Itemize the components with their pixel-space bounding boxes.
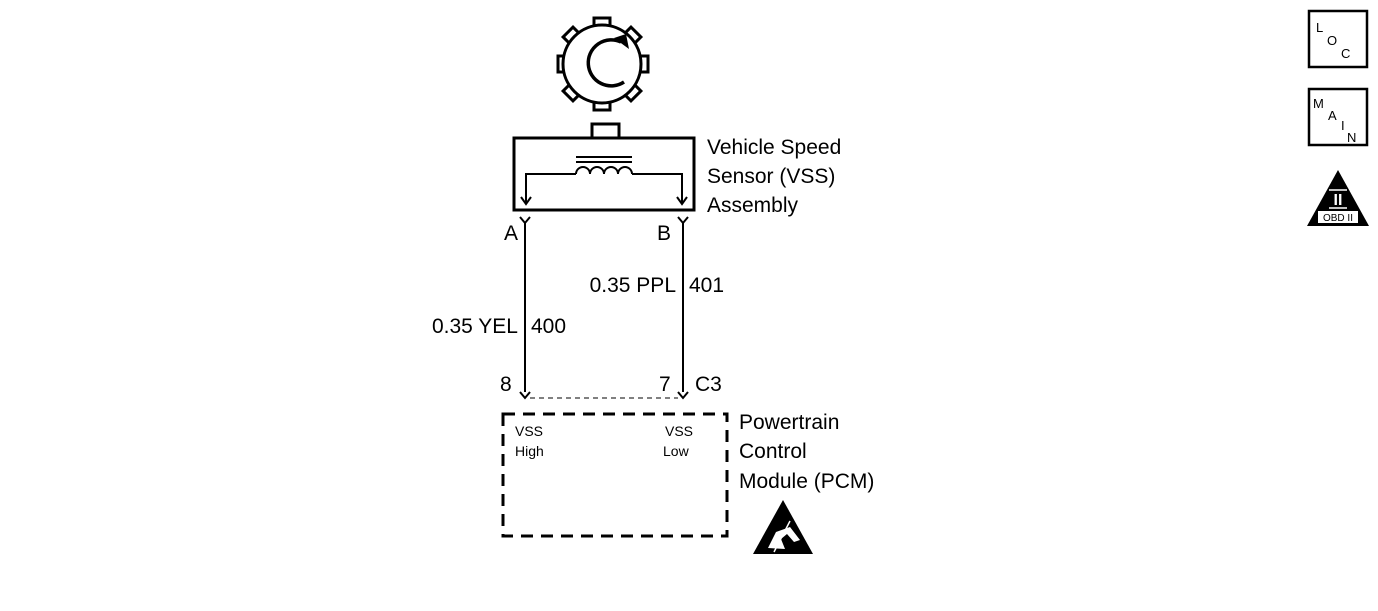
wire-401-gauge-color: 0.35 PPL [590,274,676,297]
wire-400-circuit: 400 [531,315,566,338]
sensor-tip [590,122,621,140]
sensor-label-line2: Sensor (VSS) [707,165,835,188]
sensor-label-line1: Vehicle Speed [707,136,841,159]
obd-ii-button[interactable]: II OBD II [1307,170,1369,226]
pcm-label-line3: Module (PCM) [739,470,874,493]
main-letter-2: A [1328,108,1337,123]
wire-401-circuit: 401 [689,274,724,297]
sensor-label-line3: Assembly [707,194,799,217]
pcm-input-high-line2: High [515,443,544,459]
loc-letter-1: L [1316,20,1323,35]
pin-7-marker [677,391,689,400]
terminal-a-label: A [504,222,518,245]
esd-warning-icon [753,500,813,554]
pcm-label-line1: Powertrain [739,411,839,434]
main-letter-3: I [1341,118,1345,133]
coil-icon [520,156,688,206]
pcm-input-low-line1: VSS [665,423,693,439]
terminal-a-marker [519,216,531,225]
loc-letter-2: O [1327,33,1337,48]
reluctor-wheel-icon [556,16,650,112]
loc-letter-3: C [1341,46,1350,61]
terminal-b-marker [677,216,689,225]
main-button[interactable]: M A I N [1307,87,1369,147]
main-letter-1: M [1313,96,1324,111]
loc-button[interactable]: L O C [1307,9,1369,69]
terminal-b-label: B [657,222,671,245]
pcm-label-line2: Control [739,440,807,463]
connector-name: C3 [695,373,722,396]
pcm-input-high-line1: VSS [515,423,543,439]
main-letter-4: N [1347,130,1356,145]
wire-400-gauge-color: 0.35 YEL [432,315,518,338]
pcm-input-low-line2: Low [663,443,690,459]
pcm-box [501,412,729,538]
pin-8-marker [519,391,531,400]
connector-pin-b: 7 [659,373,671,396]
connector-pin-a: 8 [500,373,512,396]
obd-caption: OBD II [1323,213,1353,224]
obd-numeral: II [1334,192,1343,209]
